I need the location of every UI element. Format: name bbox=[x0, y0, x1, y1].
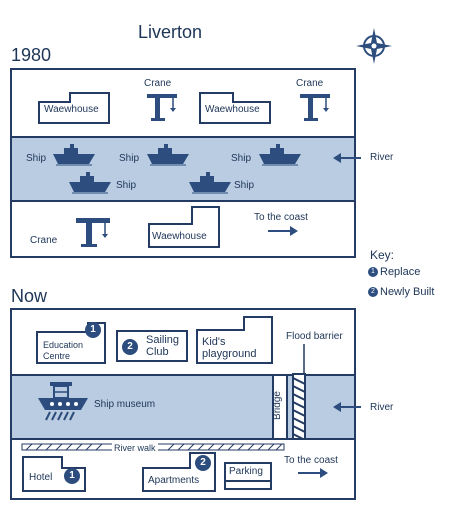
ship-label: Ship bbox=[234, 180, 255, 191]
kids-playground-label: Kid's playground bbox=[202, 336, 257, 360]
flood-barrier bbox=[292, 373, 306, 441]
ship-label: Ship bbox=[231, 153, 252, 164]
river-label: River bbox=[370, 402, 394, 413]
parking-label: Parking bbox=[229, 466, 263, 477]
ship-icon bbox=[147, 144, 189, 166]
crane-label: Crane bbox=[296, 78, 324, 89]
arrow-left-icon bbox=[333, 402, 361, 412]
ship-museum-icon bbox=[38, 382, 88, 421]
heading-1980: 1980 bbox=[11, 45, 52, 65]
ship-label: Ship bbox=[116, 180, 137, 191]
map-title: Liverton bbox=[138, 22, 203, 42]
river-walk-label: River walk bbox=[112, 443, 158, 454]
river-label: River bbox=[370, 152, 394, 163]
bridge-label: Bridge bbox=[271, 391, 283, 420]
warehouse-outline bbox=[148, 206, 220, 248]
warehouse-outline bbox=[38, 92, 110, 124]
newly-built-badge: 2 bbox=[122, 339, 138, 355]
flood-barrier-pointer bbox=[303, 344, 305, 378]
ship-label: Ship bbox=[26, 153, 47, 164]
parking-outline bbox=[224, 462, 272, 490]
sailing-club-label: Sailing Club bbox=[146, 334, 180, 358]
to-coast-label: To the coast bbox=[284, 455, 338, 466]
education-centre-label: Education Centre bbox=[43, 340, 84, 361]
warehouse-label: Waewhouse bbox=[152, 231, 207, 242]
ship-icon bbox=[69, 172, 111, 194]
crane-icon bbox=[300, 94, 330, 121]
key-badge: 2 bbox=[368, 287, 378, 298]
kids-playground-outline bbox=[196, 316, 273, 364]
ship-icon bbox=[53, 144, 95, 166]
flood-barrier-label: Flood barrier bbox=[286, 331, 343, 342]
sailing-club-outline bbox=[116, 330, 188, 362]
crane-icon bbox=[147, 94, 177, 121]
replace-badge: 1 bbox=[64, 468, 80, 484]
ship-label: Ship bbox=[119, 153, 140, 164]
newly-built-badge: 2 bbox=[195, 455, 211, 471]
warehouse-outline bbox=[199, 92, 271, 124]
crane-label: Crane bbox=[30, 235, 58, 246]
key-badge: 1 bbox=[368, 267, 378, 278]
to-coast-label: To the coast bbox=[254, 212, 308, 223]
key-heading: Key: bbox=[370, 248, 395, 262]
parking-divider bbox=[226, 480, 270, 482]
key-label: Newly Built bbox=[380, 286, 435, 298]
hotel-label: Hotel bbox=[29, 472, 53, 483]
arrow-left-icon bbox=[333, 153, 361, 163]
ship-icon bbox=[189, 172, 231, 194]
warehouse-label: Waewhouse bbox=[44, 104, 99, 115]
arrow-right-icon bbox=[298, 468, 328, 478]
ship-icon bbox=[259, 144, 301, 166]
ship-museum-label: Ship museum bbox=[94, 399, 156, 410]
apartments-label: Apartments bbox=[148, 475, 200, 486]
crane-label: Crane bbox=[144, 78, 172, 89]
key-label: Replace bbox=[380, 266, 421, 278]
heading-now: Now bbox=[11, 286, 48, 306]
crane-icon bbox=[76, 218, 110, 247]
warehouse-label: Waewhouse bbox=[205, 104, 260, 115]
compass-icon bbox=[356, 28, 392, 64]
replace-badge: 1 bbox=[85, 322, 101, 338]
arrow-right-icon bbox=[268, 226, 298, 236]
